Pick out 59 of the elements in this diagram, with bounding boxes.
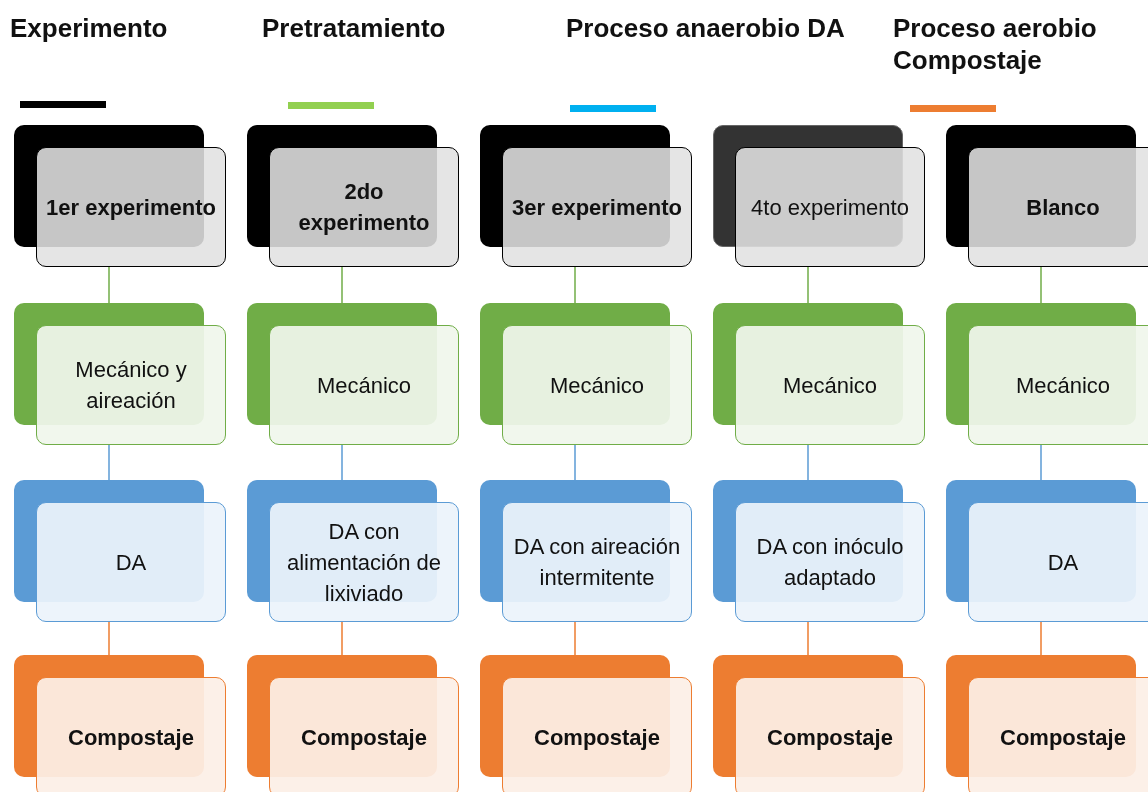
connector-line <box>574 621 576 656</box>
process-box <box>502 502 692 622</box>
connector-line <box>1040 266 1042 304</box>
connector-line <box>807 444 809 481</box>
process-box <box>36 502 226 622</box>
connector-line <box>108 266 110 304</box>
process-box <box>735 147 925 267</box>
process-box <box>735 677 925 792</box>
process-box <box>269 325 459 445</box>
box-label: Mecánico <box>782 371 878 400</box>
connector-line <box>1040 621 1042 656</box>
box-label: Mecánico <box>316 371 412 400</box>
connector-line <box>108 444 110 481</box>
box-label: Compostaje <box>1000 723 1126 752</box>
process-box <box>36 325 226 445</box>
process-box <box>36 147 226 267</box>
connector-line <box>108 621 110 656</box>
legend-label: Experimento <box>10 12 169 44</box>
process-box <box>735 502 925 622</box>
process-box <box>968 502 1148 622</box>
box-label: DA <box>115 548 147 577</box>
connector-line <box>807 621 809 656</box>
connector-line <box>574 444 576 481</box>
process-box <box>269 502 459 622</box>
connector-line <box>341 444 343 481</box>
connector-line <box>1040 444 1042 481</box>
box-label: Mecánico <box>1015 371 1111 400</box>
box-label: Compostaje <box>301 723 427 752</box>
box-label: DA con alimentación de lixiviado <box>285 517 443 608</box>
connector-line <box>807 266 809 304</box>
box-label: Compostaje <box>534 723 660 752</box>
box-label: DA con inóculo adaptado <box>755 533 905 592</box>
process-box <box>735 325 925 445</box>
box-label: DA <box>1047 548 1079 577</box>
connector-line <box>341 266 343 304</box>
process-box <box>36 677 226 792</box>
box-label: Compostaje <box>767 723 893 752</box>
connector-line <box>341 621 343 656</box>
process-box <box>968 325 1148 445</box>
box-label: Mecánico y aireación <box>74 356 188 415</box>
legend-label: Proceso aerobio Compostaje <box>893 12 1098 76</box>
legend-label: Pretratamiento <box>262 12 447 44</box>
box-label: 1er experimento <box>46 193 216 222</box>
box-label: 4to experimento <box>751 193 909 222</box>
process-box <box>269 677 459 792</box>
process-box <box>502 325 692 445</box>
legend-label: Proceso anaerobio DA <box>566 12 846 44</box>
box-label: DA con aireación intermitente <box>512 533 682 592</box>
box-label: 3er experimento <box>512 193 682 222</box>
process-box <box>269 147 459 267</box>
process-box <box>968 677 1148 792</box>
connector-line <box>574 266 576 304</box>
process-box <box>502 677 692 792</box>
process-box <box>502 147 692 267</box>
box-label: Compostaje <box>68 723 194 752</box>
process-box <box>968 147 1148 267</box>
box-label: Mecánico <box>549 371 645 400</box>
box-label: Blanco <box>1026 193 1100 222</box>
box-label: 2do experimento <box>297 178 431 237</box>
